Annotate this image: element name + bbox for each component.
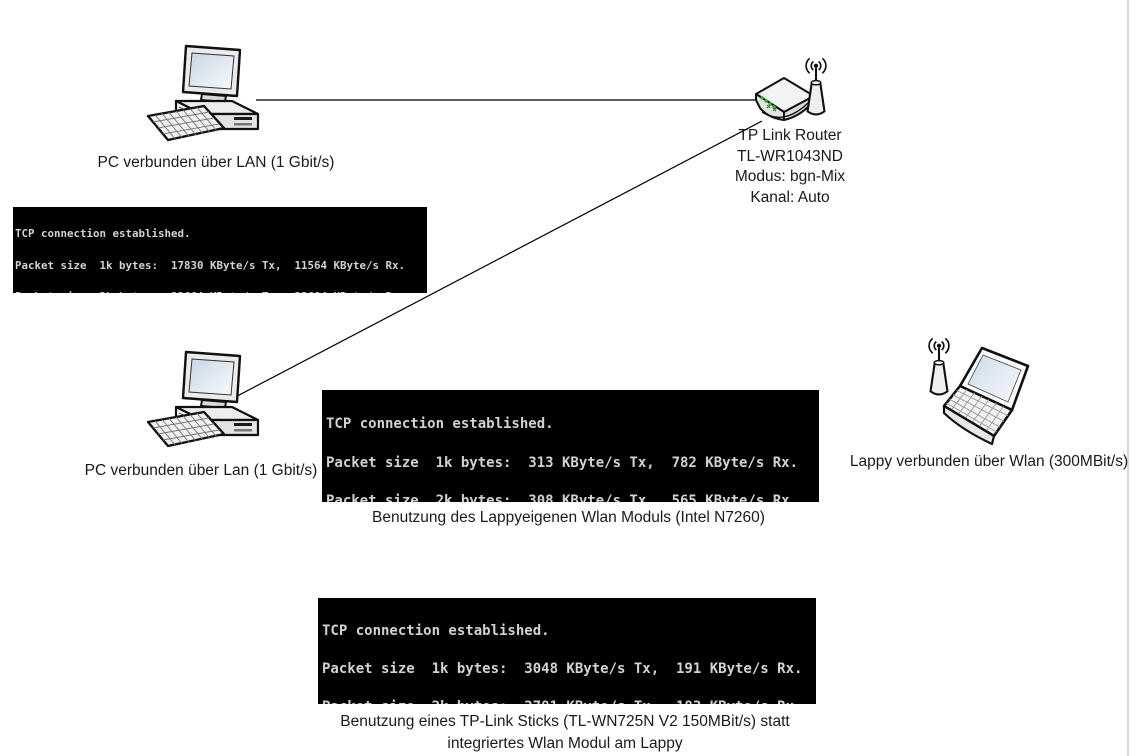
terminal-line: Packet size 1k bytes: 3048 KByte/s Tx, 1…: [322, 660, 803, 677]
terminal-wlan-internal-benchmark: TCP connection established. Packet size …: [322, 390, 819, 502]
terminal-line: Packet size 2k bytes: 2781 KByte/s Tx, 1…: [322, 700, 816, 704]
router-label-line: TL-WR1043ND: [737, 147, 843, 165]
terminal-line: Packet size 2k bytes: 308 KByte/s Tx, 56…: [326, 493, 799, 502]
page-edge-line: [1127, 0, 1129, 756]
router-antenna-icon: [805, 57, 827, 116]
terminal-line: Packet size 2k bytes: 33664 KByte/s Tx, …: [15, 292, 427, 293]
connection-line-pc2-router: [221, 120, 763, 405]
terminal-line: TCP connection established.: [15, 227, 191, 241]
terminal-line: Packet size 1k bytes: 313 KByte/s Tx, 78…: [326, 454, 799, 471]
router-label-line: TP Link Router: [738, 127, 842, 144]
wlan-internal-caption: Benutzung des Lappyeigenen Wlan Moduls (…: [372, 509, 765, 526]
desktop-pc-icon: [146, 44, 260, 142]
terminal-line: Packet size 1k bytes: 17830 KByte/s Tx, …: [15, 258, 406, 272]
router-label-line: Kanal: Auto: [750, 188, 830, 206]
terminal-lan-benchmark: TCP connection established. Packet size …: [13, 207, 427, 293]
wlan-stick-caption-line2: integriertes Wlan Modul am Lappy: [447, 734, 683, 752]
terminal-wlan-stick-benchmark: TCP connection established. Packet size …: [318, 598, 816, 704]
laptop-label: Lappy verbunden über Wlan (300MBit/s): [849, 453, 1129, 470]
wlan-stick-caption-line1: Benutzung eines TP-Link Sticks (TL-WN725…: [340, 713, 790, 730]
router-label: TP Link Router TL-WR1043ND Modus: bgn-Mi…: [707, 126, 873, 208]
router-label-line: Modus: bgn-Mix: [734, 168, 846, 185]
pc2-label: PC verbunden über Lan (1 Gbit/s): [84, 462, 318, 479]
laptop-antenna-icon: [928, 337, 950, 396]
wifi-signal-icon: [936, 343, 942, 348]
terminal-line: TCP connection established.: [322, 623, 550, 640]
pc1-label: PC verbunden über LAN (1 Gbit/s): [97, 154, 335, 171]
laptop-icon: [942, 346, 1030, 446]
desktop-pc-icon: [146, 350, 260, 448]
wifi-signal-icon: [813, 63, 819, 68]
wlan-stick-caption: Benutzung eines TP-Link Sticks (TL-WN725…: [318, 711, 812, 754]
terminal-line: TCP connection established.: [326, 415, 554, 432]
